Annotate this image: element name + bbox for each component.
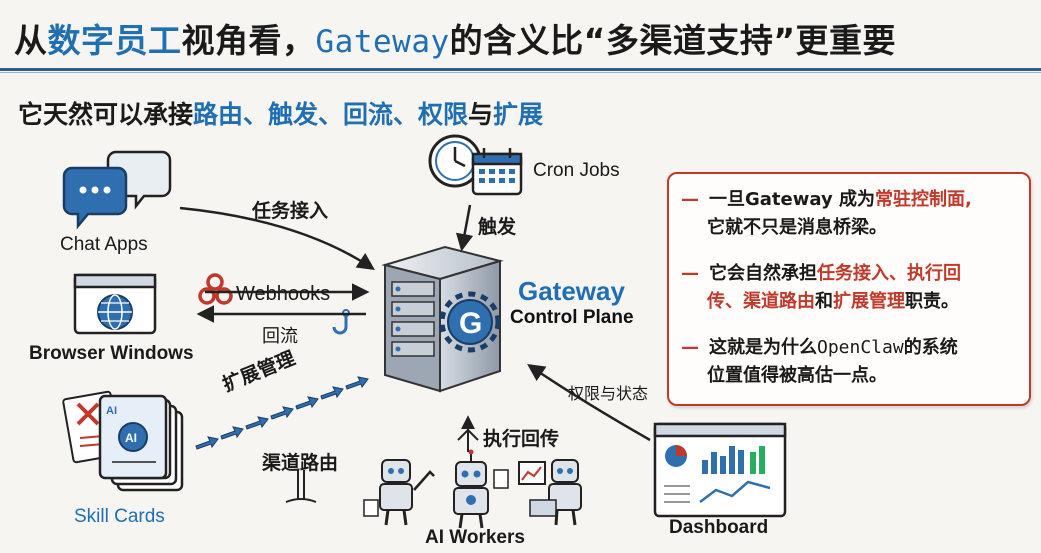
svg-text:G: G [459, 307, 482, 340]
skill-cards-icon: AI AI [62, 390, 184, 492]
callout-box: —一旦Gateway 成为常驻控制面, 它就不只是消息桥梁。 —它会自然承担任务… [667, 172, 1031, 406]
clock-calendar-icon [428, 134, 523, 196]
node-ai-workers: AI Workers [425, 527, 525, 548]
gateway-server-icon: G [381, 245, 504, 393]
page-title: 从数字员工视角看，Gateway的含义比“多渠道支持”更重要 [14, 21, 897, 60]
arrow-extension-chain [195, 376, 369, 450]
chat-bubbles-icon [62, 150, 172, 230]
edge-channel-routing: 渠道路由 [262, 452, 339, 474]
svg-text:AI: AI [125, 431, 137, 445]
execute-marker-icon [457, 428, 479, 441]
browser-window-icon [73, 273, 157, 335]
dashboard-icon [653, 422, 787, 518]
page-subtitle: 它天然可以承接路由、触发、回流、权限与扩展 [18, 100, 544, 129]
edge-task-intake: 任务接入 [252, 200, 329, 222]
node-gateway-title: Gateway [518, 276, 625, 306]
edge-execute-backflow: 执行回传 [483, 428, 560, 450]
svg-text:AI: AI [106, 405, 117, 417]
node-cron-jobs: Cron Jobs [533, 160, 620, 181]
edge-permissions-status: 权限与状态 [568, 384, 649, 403]
routing-post-icon [285, 470, 317, 503]
node-webhooks: Webhooks [236, 283, 331, 305]
title-divider [0, 68, 1041, 71]
arrow-trigger [455, 204, 474, 252]
node-dashboard: Dashboard [669, 517, 769, 538]
node-chat-apps: Chat Apps [60, 234, 148, 255]
callout-bullet-3: —这就是为什么OpenClaw的系统 位置值得被高估一点。 [681, 337, 958, 386]
robot-workers-icon [363, 449, 582, 529]
arrow-permissions-status [527, 364, 651, 442]
gateway-gear-icon: G [439, 291, 501, 353]
webhooks-icon [198, 273, 233, 305]
edge-trigger: 触发 [478, 216, 517, 238]
node-gateway-subtitle: Control Plane [510, 307, 634, 328]
edge-backflow: 回流 [262, 326, 298, 347]
callout-bullet-1: —一旦Gateway 成为常驻控制面, 它就不只是消息桥梁。 [681, 189, 972, 238]
node-skill-cards: Skill Cards [74, 506, 165, 527]
node-browser-windows: Browser Windows [29, 343, 194, 364]
arrow-task-intake [179, 206, 375, 270]
title-divider-thin [0, 72, 1041, 73]
callout-bullet-2: —它会自然承担任务接入、执行回 传、渠道路由和扩展管理职责。 [681, 263, 961, 312]
